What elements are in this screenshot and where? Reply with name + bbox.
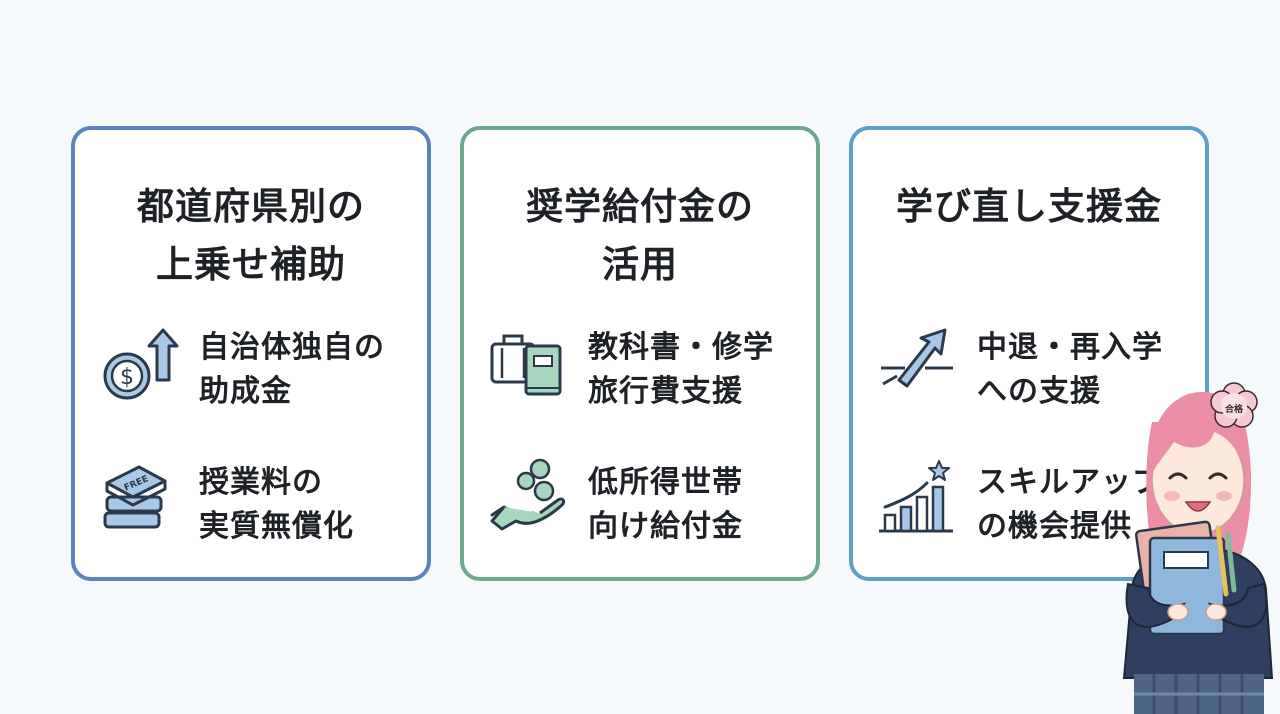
list-item: 教科書・修学 旅行費支援 <box>488 320 806 416</box>
item-label: 低所得世帯 向け給付金 <box>588 465 743 544</box>
item-label: 中退・再入学 への支援 <box>977 330 1163 409</box>
hand-coins-icon <box>488 455 574 551</box>
pass-badge-text: 合格 <box>1225 403 1244 415</box>
coin-arrow-up-icon: $ <box>99 320 185 416</box>
growth-chart-icon <box>877 455 963 551</box>
restart-arrow-icon <box>877 320 963 416</box>
list-item: スキルアップ の機会提供 <box>877 455 1195 551</box>
item-label: 教科書・修学 旅行費支援 <box>588 330 774 409</box>
suitcase-book-icon <box>488 320 574 416</box>
list-item: FREE 授業料の 実質無償化 <box>99 455 417 551</box>
card-title: 都道府県別の 上乗せ補助 <box>137 185 365 286</box>
student-character-illustration: 合格 <box>1114 378 1280 714</box>
list-item: $ 自治体独自の 助成金 <box>99 320 417 416</box>
svg-text:$: $ <box>120 365 134 390</box>
card-prefecture-subsidy: 都道府県別の 上乗せ補助 $ 自治体独自の 助成金 FREE 授業料の 実質無償… <box>71 126 431 581</box>
card-title: 奨学給付金の 活用 <box>526 185 754 286</box>
item-label: 授業料の 実質無償化 <box>199 465 354 544</box>
card-scholarship-benefit: 奨学給付金の 活用 教科書・修学 旅行費支援 低所得世 <box>460 126 820 581</box>
item-label: 自治体独自の 助成金 <box>199 330 385 409</box>
item-label: スキルアップ の機会提供 <box>977 465 1163 544</box>
list-item: 中退・再入学 への支援 <box>877 320 1195 416</box>
free-books-icon: FREE <box>99 455 185 551</box>
card-title: 学び直し支援金 <box>896 185 1162 228</box>
list-item: 低所得世帯 向け給付金 <box>488 455 806 551</box>
